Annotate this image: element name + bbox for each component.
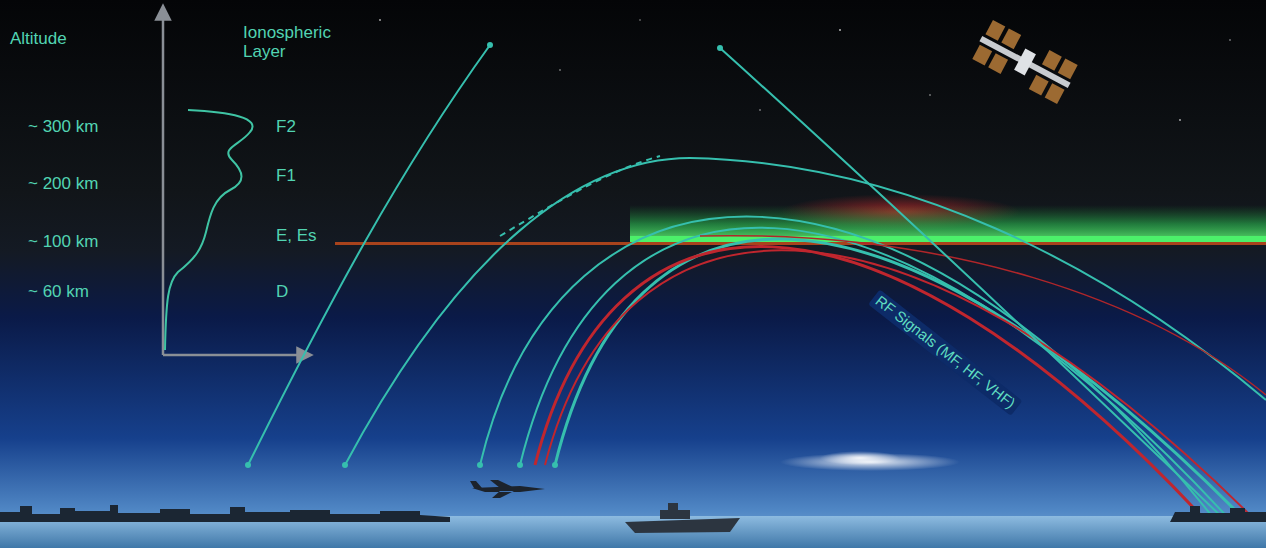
layer-name: D <box>276 283 288 302</box>
altitude-value: ~ 60 km <box>28 283 89 302</box>
altitude-value: ~ 300 km <box>28 118 98 137</box>
layer-name: F2 <box>276 118 296 137</box>
altitude-value: ~ 200 km <box>28 175 98 194</box>
layer-name: E, Es <box>276 227 317 246</box>
layer-name: F1 <box>276 167 296 186</box>
altitude-value: ~ 100 km <box>28 233 98 252</box>
axis-title: Ionospheric Layer <box>243 24 355 61</box>
axis-title: Altitude <box>10 30 67 49</box>
